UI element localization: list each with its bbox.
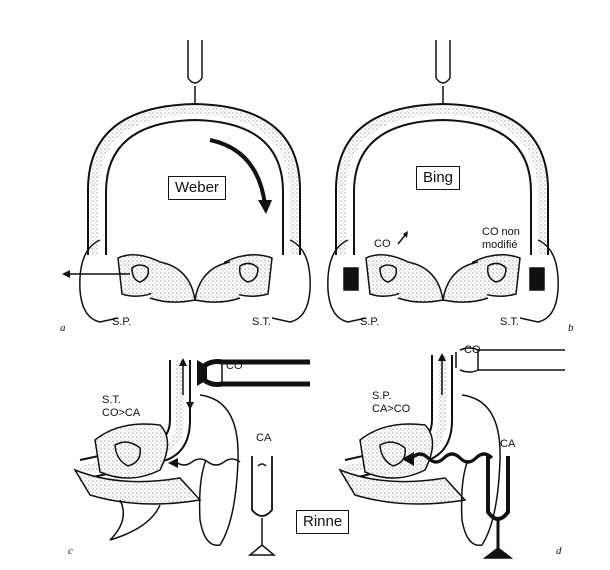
- panel-d-side-label: S.P.: [372, 390, 392, 402]
- panel-c-graphic: [73, 358, 310, 556]
- right-ear-b: [442, 239, 559, 323]
- panel-d-graphic: [338, 347, 565, 559]
- panel-b-co-unchanged-line2: modifié: [482, 239, 518, 251]
- right-ear-a: [194, 239, 311, 323]
- panel-c-ca-label: CA: [256, 432, 272, 444]
- panel-c-comparison-label: CO>CA: [102, 407, 141, 419]
- occlusion-plug-right-b: [529, 267, 545, 291]
- curved-arrow-a: [209, 138, 267, 206]
- skull-inner-a: [105, 118, 284, 255]
- panel-b-left-label: S.P.: [360, 316, 380, 328]
- tuning-fork-ca-c: [247, 456, 277, 556]
- left-ear-b: [327, 239, 444, 323]
- panel-d-comparison-label: CA>CO: [372, 403, 411, 415]
- skull-outer-b: [335, 102, 549, 255]
- panel-c-letter: c: [68, 545, 73, 557]
- panel-b-co-unchanged-line1: CO non: [482, 226, 520, 238]
- occlusion-plug-left-b: [343, 267, 359, 291]
- tuning-fork-co-d: [455, 347, 565, 373]
- inner-ear-c: [73, 423, 202, 541]
- panel-b-co-label: CO: [374, 238, 391, 250]
- panel-a-letter: a: [60, 322, 66, 334]
- panel-d-ca-label: CA: [500, 438, 516, 450]
- skull-inner-b: [353, 118, 532, 255]
- panel-b-graphic: [327, 40, 559, 323]
- panel-b-right-label: S.T.: [500, 316, 519, 328]
- co-arrow-b: [397, 233, 407, 245]
- panel-a-right-label: S.T.: [252, 316, 271, 328]
- left-ear-a: [62, 239, 196, 323]
- bing-title-box: Bing: [416, 166, 461, 190]
- outer-ear-d: [460, 394, 501, 547]
- panel-c-side-label: S.T.: [102, 394, 121, 406]
- tuning-fork-ca-d: [482, 456, 514, 559]
- panel-a-graphic: [62, 40, 311, 323]
- tuning-fork-co-c: [197, 359, 310, 387]
- inner-ear-d: [338, 423, 467, 505]
- panel-b-letter: b: [568, 322, 574, 334]
- panel-a-left-label: S.P.: [112, 316, 132, 328]
- panel-c-co-label: CO: [226, 360, 243, 372]
- tuning-fork-b: [435, 40, 451, 104]
- air-conduction-wave-c: [175, 458, 241, 466]
- rinne-title-box: Rinne: [296, 510, 350, 534]
- outer-ear-c: [198, 394, 239, 547]
- tuning-fork-a: [187, 40, 203, 104]
- skull-outer-a: [87, 102, 301, 255]
- panel-d-co-label: CO: [464, 344, 481, 356]
- panel-d-letter: d: [556, 545, 562, 557]
- weber-title-box: Weber: [168, 176, 226, 200]
- air-conduction-wave-d: [410, 452, 494, 464]
